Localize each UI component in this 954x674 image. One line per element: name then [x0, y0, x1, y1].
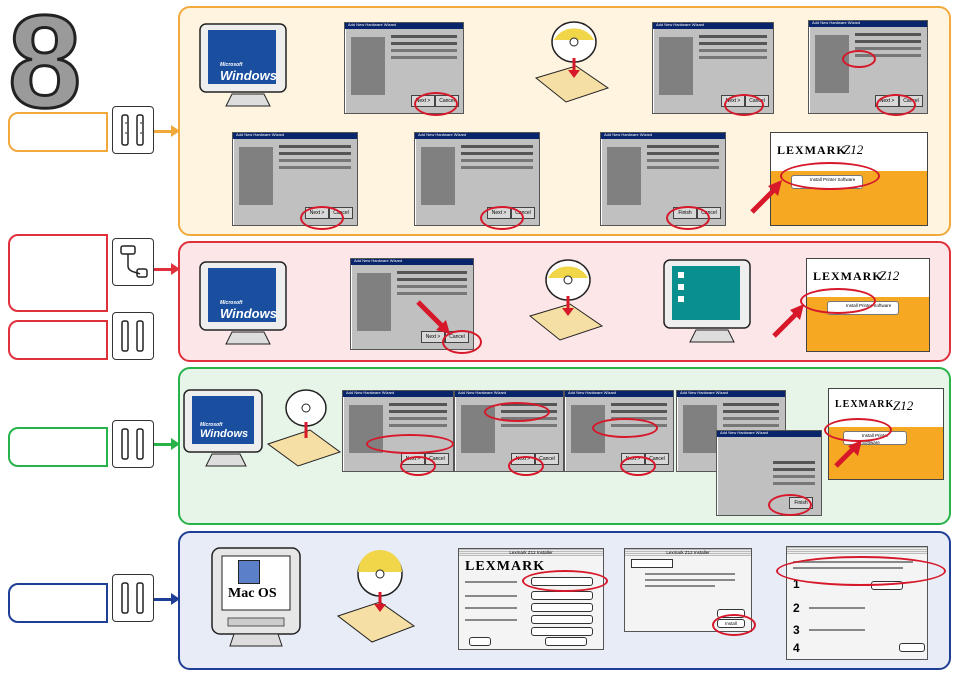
highlight-ring: [480, 206, 524, 230]
windows-logo-line2: Windows: [220, 68, 277, 83]
red-arrow-icon: [772, 304, 804, 338]
lexmark-brand: LEXMARK: [777, 143, 847, 157]
lexmark-brand: LEXMARK: [813, 269, 883, 283]
language-select[interactable]: [545, 637, 587, 646]
usb-cable-icon: [112, 420, 154, 468]
highlight-ring: [484, 402, 550, 422]
dialog-title: Add New Hardware Wizard: [348, 22, 397, 27]
lexmark-model: Z12: [843, 142, 864, 157]
highlight-ring: [768, 494, 812, 516]
window-title: Lexmark Z12 Installer: [459, 549, 603, 556]
dialog-title: Add New Hardware Wizard: [418, 132, 467, 137]
cd-insert-illustration: [524, 256, 604, 346]
highlight-ring: [414, 92, 458, 116]
lexmark-model: Z12: [879, 268, 900, 283]
dialog-title: Add New Hardware Wizard: [604, 132, 653, 137]
quit-button[interactable]: [469, 637, 491, 646]
highlight-ring: [508, 456, 544, 476]
dialog-title: Add New Hardware Wizard: [720, 430, 769, 435]
arrow-icon: [154, 125, 180, 137]
step-3-number: 3: [793, 623, 800, 637]
red-arrow-icon: [416, 300, 450, 334]
wizard-dialog: Add New Hardware Wizard Next > Cancel: [342, 390, 454, 472]
highlight-ring: [442, 330, 482, 354]
usb-cable-icon: [112, 312, 154, 360]
dialog-title: Add New Hardware Wizard: [568, 390, 617, 395]
highlight-ring: [400, 456, 436, 476]
label-green: [8, 427, 108, 467]
highlight-ring: [592, 418, 658, 438]
usb-cable-icon: [112, 574, 154, 622]
highlight-ring: [876, 94, 916, 116]
lexmark-model: Z12: [893, 398, 914, 413]
highlight-ring: [666, 206, 710, 230]
label-red-2: [8, 320, 108, 360]
mac-os-logo: Mac OS: [228, 586, 277, 601]
dialog-title: Add New Hardware Wizard: [354, 258, 403, 263]
usb-cable-icon: [112, 106, 154, 154]
label-orange: [8, 112, 108, 152]
windows-monitor: Microsoft Windows: [196, 20, 296, 114]
window-title: Lexmark Z12 Installer: [625, 549, 751, 556]
windows-logo-line2: Windows: [200, 428, 249, 440]
lexmark-brand: LEXMARK: [465, 559, 546, 574]
dialog-title: Add New Hardware Wizard: [458, 390, 507, 395]
windows-logo-line1: Microsoft: [220, 300, 243, 306]
mac-installer-window: Lexmark Z12 Installer LEXMARK: [458, 548, 604, 650]
cd-insert-illustration: [530, 18, 610, 108]
mac-monitor: Mac OS: [208, 546, 304, 650]
windows-logo-line2: Windows: [220, 306, 277, 321]
highlight-ring: [800, 288, 876, 314]
dialog-title: Add New Hardware Wizard: [812, 20, 861, 25]
dialog-title: Add New Hardware Wizard: [346, 390, 395, 395]
arrow-icon: [154, 263, 180, 275]
parallel-cable-icon: [112, 238, 154, 286]
dialog-title: Add New Hardware Wizard: [680, 390, 729, 395]
windows-logo-line1: Microsoft: [220, 62, 243, 68]
highlight-ring: [366, 434, 454, 454]
installer-option-button[interactable]: [531, 603, 593, 612]
dialog-title: Add New Hardware Wizard: [656, 22, 705, 27]
windows-monitor: Microsoft Windows: [180, 386, 270, 472]
highlight-ring: [842, 50, 876, 68]
wizard-dialog: Add New Hardware Wizard Next > Cancel: [350, 258, 474, 350]
highlight-ring: [620, 456, 656, 476]
step-1-number: 1: [793, 577, 800, 591]
installer-option-button[interactable]: [531, 615, 593, 624]
wizard-dialog: Add New Hardware Wizard Next > Cancel: [808, 20, 928, 114]
highlight-ring: [824, 418, 892, 442]
step-4-number: 4: [793, 641, 800, 655]
highlight-ring: [712, 614, 756, 636]
red-arrow-icon: [750, 180, 782, 214]
windows-monitor: Microsoft Windows: [196, 258, 296, 352]
dialog-title: Add New Hardware Wizard: [236, 132, 285, 137]
installer-option-button[interactable]: [531, 627, 593, 636]
installer-option-button[interactable]: [531, 591, 593, 600]
desktop-monitor: [660, 256, 760, 350]
install-type-select[interactable]: [631, 559, 673, 568]
cd-insert-illustration: [334, 546, 416, 646]
step-number: 8: [6, 0, 82, 135]
label-red-1: [8, 234, 108, 312]
windows-logo-line1: Microsoft: [200, 422, 223, 428]
label-blue: [8, 583, 108, 623]
cd-insert-illustration: [266, 386, 342, 470]
arrow-icon: [154, 593, 180, 605]
lexmark-brand: LEXMARK: [835, 399, 895, 410]
highlight-ring: [724, 94, 764, 116]
red-arrow-icon: [834, 440, 862, 468]
highlight-ring: [522, 570, 608, 592]
window-title: [787, 547, 927, 554]
highlight-ring: [780, 162, 880, 190]
mac-face-icon: [238, 560, 260, 584]
step-2-number: 2: [793, 601, 800, 615]
highlight-ring: [300, 206, 344, 230]
arrow-icon: [154, 438, 180, 450]
highlight-ring: [776, 556, 946, 586]
continue-button[interactable]: [899, 643, 925, 652]
